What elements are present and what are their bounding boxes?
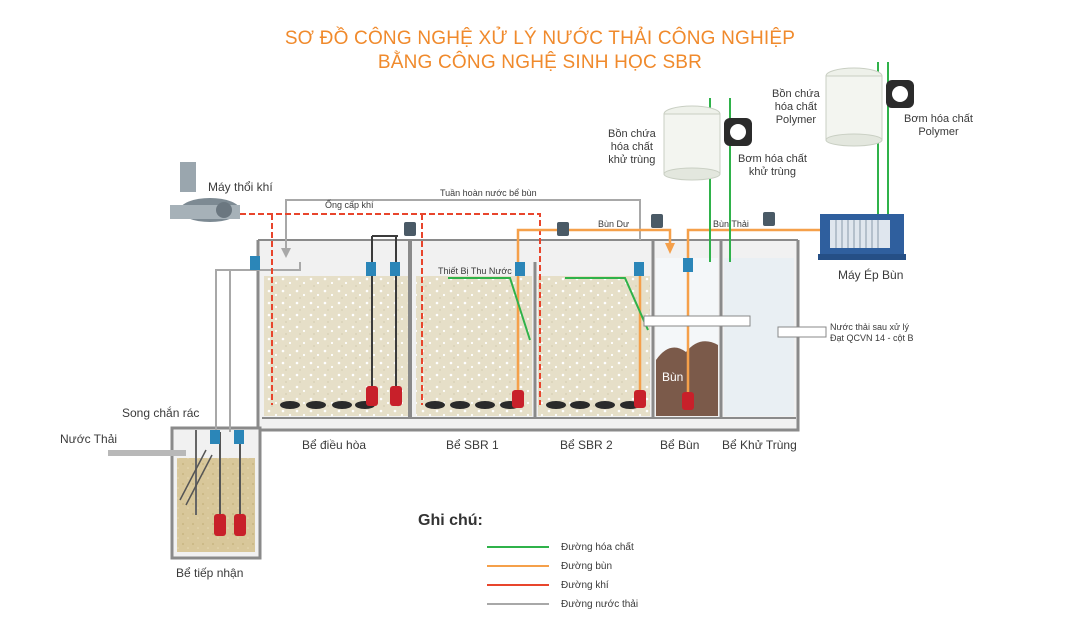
legend-swatch (487, 603, 549, 605)
air-pipe-label: Ống cấp khí (325, 200, 374, 210)
diagram-title-line1: SƠ ĐỒ CÔNG NGHỆ XỬ LÝ NƯỚC THẢI CÔNG NGH… (284, 28, 796, 49)
waste-sludge-label: Bùn Thải (713, 219, 749, 229)
bar-screen (179, 449, 207, 501)
diagram-title-line2: BẰNG CÔNG NGHỆ SINH HỌC SBR (377, 52, 703, 73)
receiving-tank (170, 426, 262, 560)
disinfect-chem-tank (663, 105, 721, 181)
blower-label: Máy thổi khí (208, 180, 273, 194)
equalization-water (264, 276, 410, 416)
inlet-pipe (108, 450, 186, 456)
polymer-tank-label: Bồn chứa hóa chất Polymer (772, 88, 820, 126)
legend-swatch (487, 565, 549, 567)
internal-pipe (643, 315, 751, 327)
legend-item: Đường hóa chất (487, 540, 634, 554)
pumps (214, 386, 694, 536)
legend-swatch (487, 546, 549, 548)
outlet-pipe (777, 326, 827, 338)
legend-label: Đường bùn (561, 560, 613, 572)
wastewater-in-label: Nước Thải (60, 432, 118, 446)
valves (210, 256, 693, 444)
legend-item: Đường bùn (487, 559, 612, 573)
legend-label: Đường hóa chất (561, 541, 634, 553)
pump-pipes (371, 235, 398, 390)
diffusers (280, 401, 640, 409)
sludge-in-tank-label: Bùn (662, 370, 684, 384)
excess-sludge-label: Bùn Dư (598, 219, 630, 229)
tank-sbr2-label: Bể SBR 2 (560, 438, 613, 452)
tank-sludge-label: Bể Bùn (660, 438, 700, 452)
treated-out-label: Nước thải sau xử lý Đạt QCVN 14 - cột B (830, 322, 914, 343)
air-blower (170, 162, 240, 222)
legend-swatch (487, 584, 549, 586)
polymer-pump-device (886, 80, 914, 108)
disinfect-pump-label: Bơm hóa chất khử trùng (738, 153, 807, 178)
air-lines (240, 213, 541, 405)
tank-receiving-label: Bể tiếp nhận (176, 566, 244, 580)
disinfect-pump-device (724, 118, 752, 146)
polymer-chem-tank (825, 67, 883, 147)
filter-press-label: Máy Ép Bùn (838, 268, 904, 282)
polymer-pump-label: Bơm hóa chất Polymer (904, 113, 973, 138)
legend-label: Đường nước thải (561, 598, 639, 610)
decanter-label: Thiết Bị Thu Nước (438, 266, 512, 276)
sbr2-water (538, 276, 650, 416)
legend-label: Đường khí (561, 579, 609, 591)
filter-press-device (818, 214, 906, 260)
wastewater-lines (215, 199, 641, 440)
sludge-lines (516, 228, 820, 398)
disinfect-tank-label: Bồn chứa hóa chất khử trùng (608, 128, 656, 166)
screen-label: Song chắn rác (122, 406, 200, 420)
tank-equalization-label: Bể điều hòa (302, 438, 367, 452)
tank-sbr1-label: Bể SBR 1 (446, 438, 499, 452)
wastewater-arrow (281, 248, 291, 258)
recirc-label: Tuần hoàn nước bể bùn (440, 188, 537, 198)
legend-title: Ghi chú: (418, 512, 483, 529)
legend-item: Đường nước thải (487, 597, 638, 611)
legend-item: Đường khí (487, 578, 609, 592)
sludge-arrow (665, 243, 675, 254)
tank-disinfection-label: Bể Khử Trùng (722, 438, 797, 452)
gate-valves (404, 212, 775, 236)
